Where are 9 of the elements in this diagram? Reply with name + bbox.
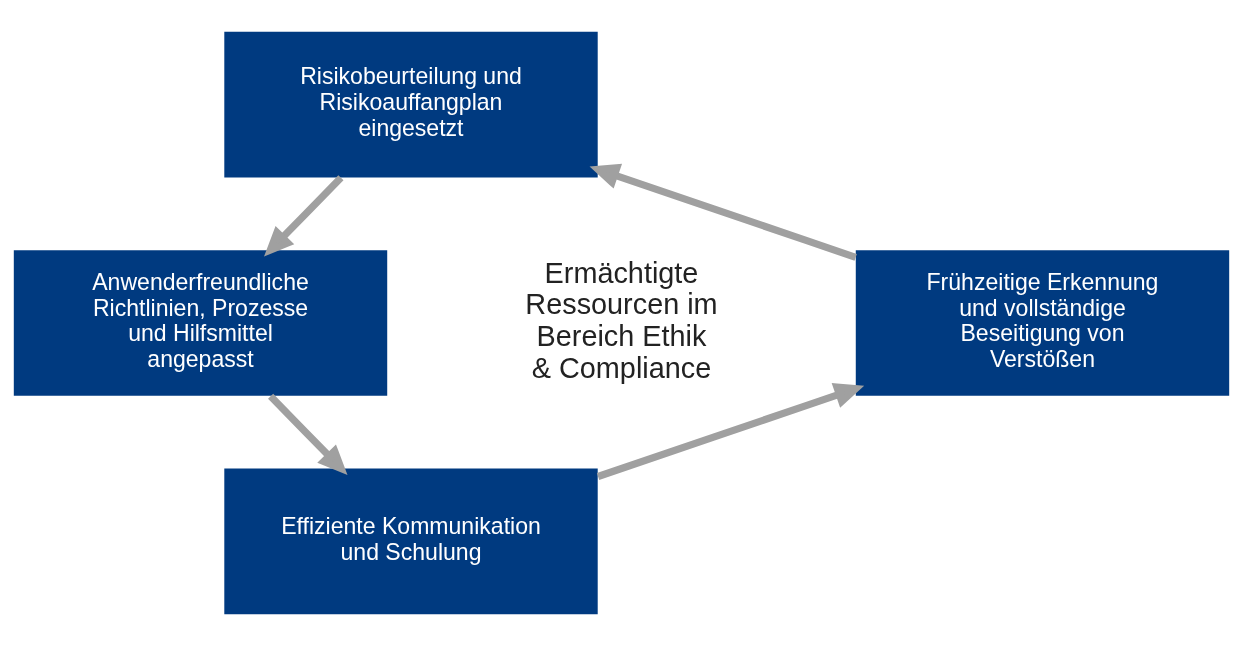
- node-box: Effiziente Kommunikation und Schulung: [224, 468, 598, 615]
- arrow: [596, 383, 865, 480]
- node-box: Risikobeurteilung und Risikoauffangplan eingesetzt: [224, 31, 598, 178]
- node-box: Frühzeitige Erkennung und vollständige Beseitigung von Verstößen: [855, 250, 1230, 396]
- arrow: [268, 393, 348, 475]
- node-box: Anwenderfreundliche Richtlinien, Prozesse und Hilfsmittel angepasst: [13, 250, 388, 396]
- arrow: [589, 163, 857, 261]
- label: Ermächtigte Ressourcen im Bereich Ethik & Compliance: [525, 256, 718, 384]
- arrow: [264, 175, 344, 257]
